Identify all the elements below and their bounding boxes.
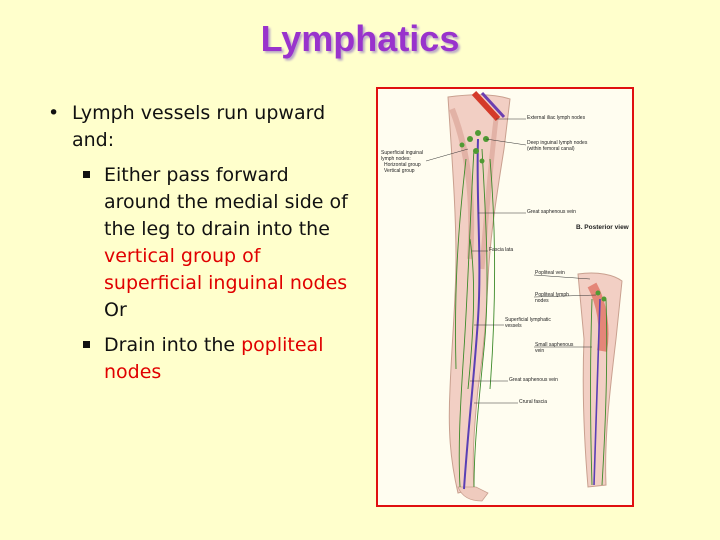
label-external-iliac: External iliac lymph nodes xyxy=(527,115,586,121)
great-saphenous-vein xyxy=(463,138,481,490)
foot-shape xyxy=(457,486,489,502)
label-popliteal-vein: Popliteal vein xyxy=(535,270,565,276)
label-horizontal-group: Horizontal group xyxy=(384,162,421,168)
label-popliteal-nodes-sub: nodes xyxy=(535,298,549,304)
iliac-vessels xyxy=(471,90,501,122)
label-superficial-vessels: Superficial lymphatic xyxy=(505,317,551,323)
label-vertical-group: Vertical group xyxy=(384,168,415,174)
sub-bullet-drain-popliteal: Drain into the popliteal nodes xyxy=(48,332,358,386)
sub-bullet-text: Drain into the xyxy=(104,334,236,356)
leg-lymphatics-figure: External iliac lymph nodes Deep inguinal… xyxy=(376,87,634,507)
label-superficial-inguinal-sub: lymph nodes: xyxy=(381,156,411,162)
label-crural-fascia: Crural fascia xyxy=(519,399,548,405)
label-superficial-inguinal: Superficial inguinal xyxy=(381,150,423,156)
bullet-lymph-vessels: Lymph vessels run upward and: xyxy=(48,100,358,154)
label-small-saphenous: Small saphenous xyxy=(535,342,574,348)
label-superficial-vessels-sub: vessels xyxy=(505,323,522,329)
sub-bullet-or: Or xyxy=(104,299,127,321)
leader-lines xyxy=(425,118,597,404)
label-deep-inguinal-sub: (within femoral canal) xyxy=(527,146,575,152)
small-saphenous-vein xyxy=(593,298,601,486)
leg-illustration xyxy=(425,90,623,502)
label-great-saphenous-2: Great saphenous vein xyxy=(509,377,558,383)
highlight-popliteal-nodes: popliteal nodes xyxy=(104,334,324,383)
label-deep-inguinal: Deep inguinal lymph nodes xyxy=(527,140,588,146)
sub-bullet-text: Either pass forward around the medial si… xyxy=(104,164,348,240)
posterior-leg-shape xyxy=(577,272,623,488)
sub-bullet-pass-forward: Either pass forward around the medial si… xyxy=(48,162,358,324)
lymph-vessels xyxy=(455,148,495,488)
label-great-saphenous-1: Great saphenous vein xyxy=(527,209,576,215)
bullet-text: Lymph vessels run upward and: xyxy=(72,102,326,151)
slide-title: Lymphatics xyxy=(260,18,460,59)
label-small-saphenous-sub: vein xyxy=(535,348,545,354)
label-popliteal-nodes: Popliteal lymph xyxy=(535,292,569,298)
label-fascia-lata: Fascia lata xyxy=(489,247,514,253)
label-posterior-view: B. Posterior view xyxy=(576,224,629,231)
slide-body: Lymph vessels run upward and: Either pas… xyxy=(48,100,358,386)
highlight-vertical-group: vertical group of superficial inguinal n… xyxy=(104,245,348,294)
popliteal-nodes xyxy=(595,290,607,302)
